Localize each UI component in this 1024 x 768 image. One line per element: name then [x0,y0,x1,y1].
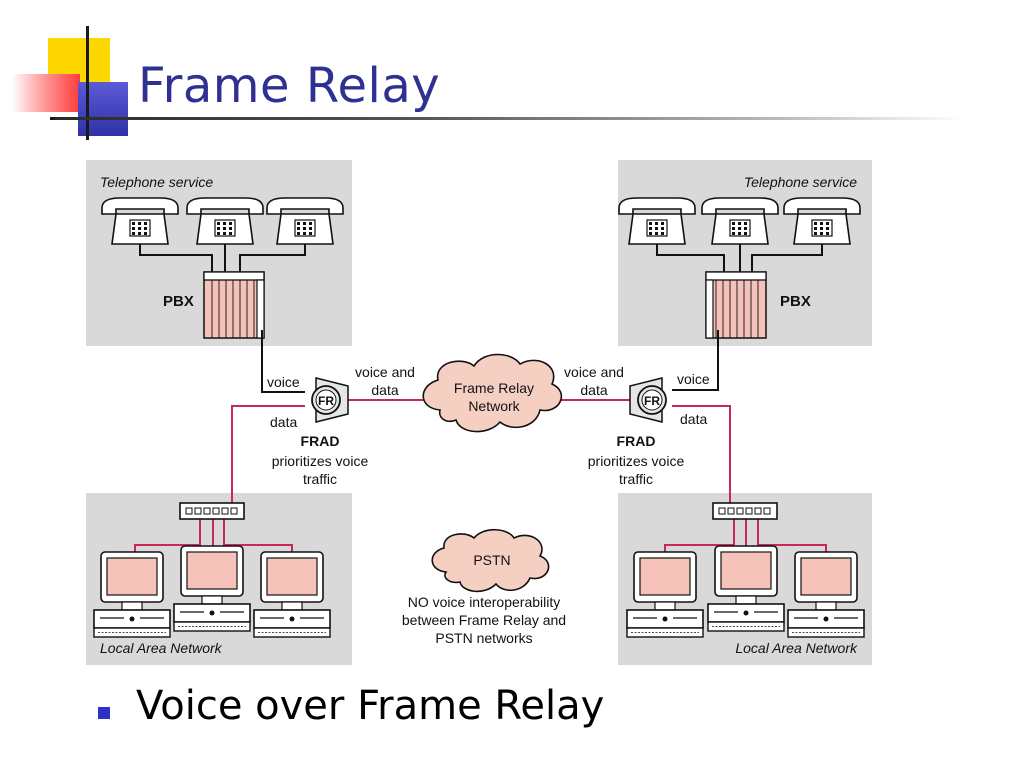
pstn-cloud-icon [431,528,550,593]
bullet-marker [98,707,110,719]
right-lan-label: Local Area Network [735,640,858,656]
slide-title: Frame Relay [138,58,441,114]
left-computer-3-icon [253,551,331,638]
left-frad-desc-1: prioritizes voice [272,453,369,469]
left-voice-label: voice [267,374,300,390]
left-computer-1-icon [93,551,171,638]
left-frad-badge: FR [318,394,334,408]
right-frad-desc-1: prioritizes voice [588,453,685,469]
left-link-label-2: data [371,382,398,398]
right-voice-line [672,330,719,391]
left-lan-hub-icon [179,502,245,520]
frame-relay-cloud-icon [422,353,563,433]
right-lan-hub-icon [712,502,778,520]
right-telephone-label: Telephone service [744,174,857,190]
left-data-label: data [270,414,297,430]
right-voice-label: voice [677,371,710,387]
left-frad-desc-2: traffic [303,471,337,487]
right-frad-title: FRAD [617,433,656,449]
left-link-label-1: voice and [355,364,415,380]
left-pbx-label: PBX [163,293,194,310]
right-computer-2-icon [707,545,785,632]
left-computer-2-icon [173,545,251,632]
right-computer-3-icon [787,551,865,638]
right-frad-badge: FR [644,394,660,408]
frame-relay-cloud-label-2: Network [468,398,520,414]
right-pbx-icon [705,271,767,339]
title-underline [55,117,965,120]
left-telephone-label: Telephone service [100,174,213,190]
pstn-cloud-label: PSTN [473,552,510,568]
left-frad-title: FRAD [301,433,340,449]
pstn-note-line-3: PSTN networks [435,630,532,646]
left-pbx-icon [203,271,265,339]
left-data-line [231,405,305,510]
left-lan-label: Local Area Network [100,640,223,656]
pstn-note-line-1: NO voice interoperability [408,594,561,610]
right-link-label-2: data [580,382,607,398]
left-voice-line [261,330,305,393]
bullet-text: Voice over Frame Relay [136,683,605,729]
frame-relay-cloud-label-1: Frame Relay [454,380,534,396]
title-decoration-red [12,74,80,112]
right-data-line [672,405,731,510]
right-computer-1-icon [626,551,704,638]
title-decoration-vertical-line [86,26,89,140]
right-pbx-label: PBX [780,293,811,310]
right-link-label-1: voice and [564,364,624,380]
right-data-label: data [680,411,707,427]
pstn-note-line-2: between Frame Relay and [402,612,566,628]
right-frad-desc-2: traffic [619,471,653,487]
